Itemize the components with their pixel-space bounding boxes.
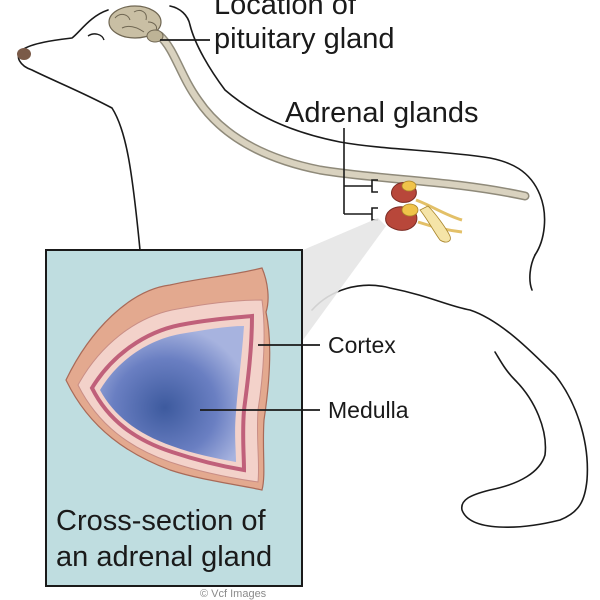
kidneys	[385, 180, 463, 243]
adrenal-cross-section	[65, 267, 271, 491]
caption-line2: an adrenal gland	[56, 541, 272, 573]
dog-nose	[17, 48, 31, 60]
pituitary-label-line1: Location of	[214, 0, 357, 21]
cortex-label: Cortex	[328, 332, 396, 358]
image-credit: © Vcf Images	[200, 588, 267, 600]
zoom-wedge	[303, 218, 386, 340]
medulla-label: Medulla	[328, 397, 409, 423]
dog-outline	[17, 5, 589, 528]
spinal-cord-fill	[157, 33, 528, 199]
dog-eye	[87, 33, 105, 41]
gland-medulla	[100, 326, 244, 462]
pituitary-label-line2: pituitary gland	[214, 23, 395, 55]
adrenal-pointer	[343, 128, 378, 221]
brain	[108, 5, 164, 43]
caption-line1: Cross-section of	[56, 505, 266, 537]
dog-tail	[529, 254, 536, 291]
adrenal-label: Adrenal glands	[285, 97, 478, 129]
